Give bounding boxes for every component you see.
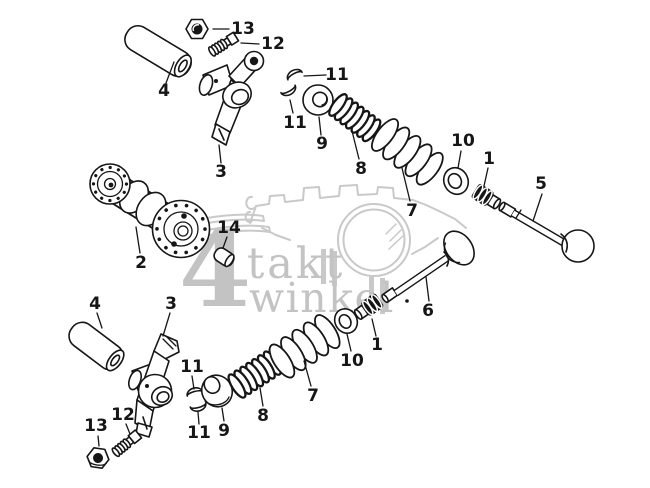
- part-label-11-top-left-leader: [289, 99, 294, 114]
- part-label-11-bottom-upper-leader: [191, 375, 195, 390]
- part-label-6: 6: [422, 301, 434, 321]
- rocker-arm-bottom: [128, 333, 180, 438]
- spring-retainer-bottom: [200, 374, 234, 408]
- part-label-4-bottom: 4: [89, 294, 101, 314]
- camshaft: [89, 163, 211, 259]
- part-label-7-bottom-leader: [303, 360, 312, 387]
- part-label-11-top-left: 11: [283, 113, 307, 133]
- part-label-11-bottom-lower-leader: [197, 411, 200, 425]
- watermark-takt: takt: [247, 239, 345, 289]
- cam-sprocket-flange: [151, 199, 211, 259]
- part-label-14: 14: [217, 218, 241, 238]
- valve-large: [381, 230, 475, 304]
- cam-bearing-left: [89, 163, 131, 205]
- part-label-1-top-leader: [483, 167, 489, 187]
- outer-valve-spring-top: [371, 118, 444, 186]
- part-label-7-top: 7: [406, 201, 418, 221]
- part-label-12-top-leader: [240, 42, 260, 45]
- part-label-10-top-leader: [457, 150, 462, 169]
- part-label-8-top-leader: [351, 130, 360, 160]
- part-label-10-bottom: 10: [340, 351, 364, 371]
- part-label-2-leader: [135, 226, 141, 254]
- valve-stem-seal-bottom: [353, 293, 384, 320]
- adjuster-screw-top: [207, 31, 240, 57]
- inner-valve-spring-top: [328, 93, 382, 143]
- part-label-4-bottom-leader: [96, 312, 103, 329]
- part-label-3-top: 3: [215, 162, 227, 182]
- dowel-pin: [213, 247, 235, 268]
- rocker-shaft-top: [124, 24, 192, 78]
- part-label-2: 2: [135, 253, 147, 273]
- part-label-12-bottom: 12: [111, 405, 135, 425]
- valve-stem-seal-top: [471, 184, 502, 210]
- part-label-10-top: 10: [451, 131, 475, 151]
- part-label-8-bottom-leader: [259, 387, 264, 407]
- part-label-9-top-leader: [318, 116, 322, 136]
- part-label-11-bottom-upper: 11: [180, 357, 204, 377]
- part-label-3-top-leader: [218, 144, 222, 164]
- adjuster-screw-bottom: [111, 429, 143, 458]
- part-label-11-top-right: 11: [325, 65, 349, 85]
- part-label-3-bottom: 3: [165, 294, 177, 314]
- part-label-8-top: 8: [355, 159, 367, 179]
- part-label-14-leader: [222, 236, 228, 249]
- part-label-12-top: 12: [261, 34, 285, 54]
- part-label-13-bottom-leader: [97, 435, 100, 447]
- part-label-7-top-leader: [401, 167, 411, 202]
- reference-dot: [405, 299, 409, 303]
- part-label-4-top-leader: [165, 61, 175, 84]
- part-label-1-bottom-leader: [371, 318, 377, 337]
- rocker-shaft-bottom: [68, 321, 125, 372]
- part-label-9-top: 9: [316, 134, 328, 154]
- spring-seat-top: [442, 166, 470, 196]
- part-label-13-bottom: 13: [84, 416, 108, 436]
- part-label-11-top-right-leader: [303, 74, 327, 77]
- part-label-12-bottom-leader: [125, 423, 131, 435]
- spring-retainer-top: [302, 84, 334, 116]
- part-label-4-top: 4: [158, 81, 170, 101]
- adjuster-nut-bottom: [86, 447, 110, 469]
- rocker-arm-top: [198, 50, 265, 146]
- part-label-10-bottom-leader: [346, 333, 352, 352]
- part-label-13-top: 13: [231, 19, 255, 39]
- valve-head-small: [561, 229, 595, 263]
- part-label-9-bottom: 9: [218, 421, 230, 441]
- valve-small: [498, 201, 595, 263]
- part-label-5: 5: [535, 174, 547, 194]
- outer-valve-spring-bottom: [268, 314, 341, 379]
- part-label-11-bottom-lower: 11: [187, 423, 211, 443]
- adjuster-nut-top: [185, 18, 209, 40]
- part-label-5-leader: [532, 193, 543, 222]
- part-label-6-leader: [425, 276, 430, 302]
- part-label-8-bottom: 8: [257, 406, 269, 426]
- part-label-9-bottom-leader: [221, 407, 225, 422]
- part-label-1-top: 1: [483, 149, 495, 169]
- part-label-7-bottom: 7: [307, 386, 319, 406]
- valve-cotters-top: [280, 68, 303, 97]
- part-label-3-bottom-leader: [162, 312, 171, 337]
- part-label-1-bottom: 1: [371, 335, 383, 355]
